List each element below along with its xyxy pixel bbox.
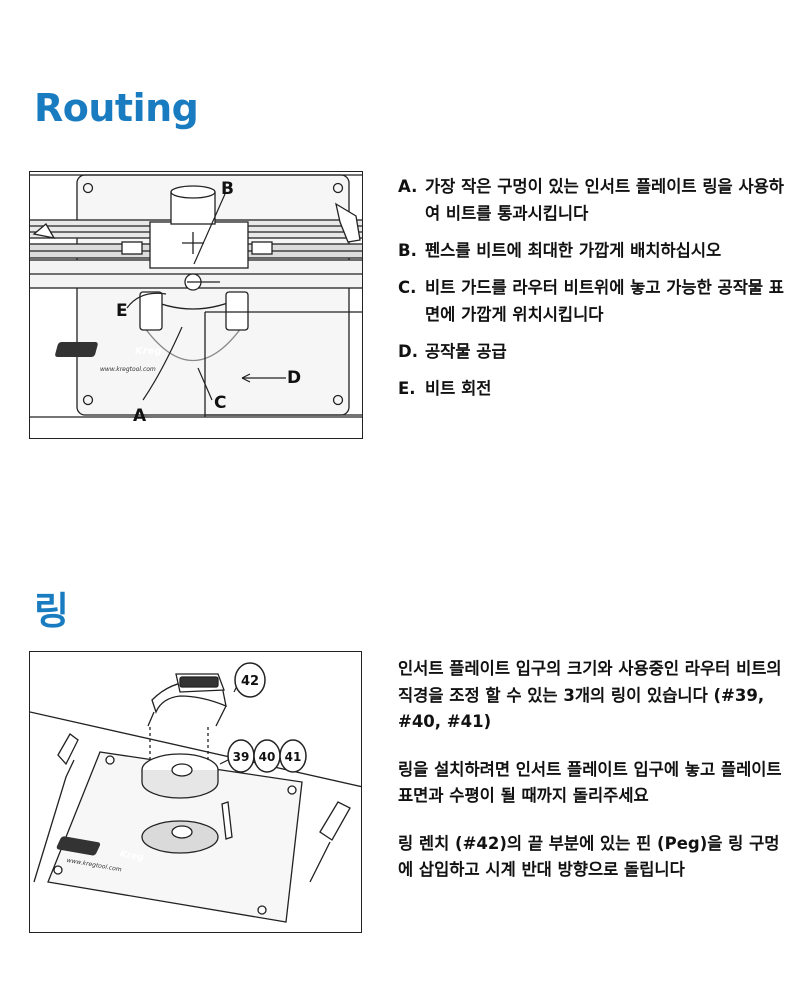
svg-text:42: 42: [241, 674, 259, 689]
ring-illustration: Kreg www.kregtool.com 42 39 40 41: [29, 651, 362, 933]
step-text: 펜스를 비트에 최대한 가깝게 배치하십시오: [425, 241, 722, 260]
svg-text:Kreg: Kreg: [135, 346, 162, 357]
workpiece: [204, 311, 362, 417]
routing-step-d: D. 공작물 공급: [398, 338, 793, 365]
routing-step-c: C. 비트 가드를 라우터 비트위에 놓고 가능한 공작물 표면에 가깝게 위치시…: [398, 274, 793, 328]
step-text: 공작물 공급: [425, 342, 507, 361]
svg-text:Kreg: Kreg: [119, 849, 145, 863]
callout-42: 42: [233, 662, 266, 698]
routing-step-a: A. 가장 작은 구멍이 있는 인서트 플레이트 링을 사용하여 비트를 통과시킵…: [398, 173, 793, 227]
figure-label-d: D: [287, 368, 301, 388]
svg-text:41: 41: [285, 750, 302, 764]
svg-text:40: 40: [259, 750, 276, 764]
callout-lines: [126, 193, 286, 401]
kreg-logo: Kreg www.kregtool.com: [55, 342, 162, 373]
step-text: 비트 가드를 라우터 비트위에 놓고 가능한 공작물 표면에 가깝게 위치시킵니…: [425, 278, 784, 324]
step-text: 가장 작은 구멍이 있는 인서트 플레이트 링을 사용하여 비트를 통과시킵니다: [425, 177, 784, 223]
step-letter: C.: [398, 278, 417, 297]
routing-steps: A. 가장 작은 구멍이 있는 인서트 플레이트 링을 사용하여 비트를 통과시킵…: [398, 173, 793, 412]
ring-paragraph: 링을 설치하려면 인서트 플레이트 입구에 놓고 플레이트 표면과 수평이 될 …: [398, 759, 782, 806]
step-letter: D.: [398, 342, 418, 361]
routing-step-b: B. 펜스를 비트에 최대한 가깝게 배치하십시오: [398, 237, 793, 264]
callout-39-40-41: 39 40 41: [219, 739, 307, 773]
svg-text:B: B: [221, 179, 234, 199]
insert-plate: [47, 751, 303, 923]
ring-insert: [141, 727, 219, 799]
svg-text:C: C: [214, 393, 226, 413]
svg-text:39: 39: [233, 750, 250, 764]
svg-text:D: D: [287, 368, 301, 388]
ring-paragraph: 링 렌치 (#42)의 끝 부분에 있는 핀 (Peg)을 링 구멍에 삽입하고…: [398, 833, 780, 880]
step-letter: E.: [398, 379, 416, 398]
section-title-routing: Routing: [34, 86, 199, 130]
figure-label-e: E: [116, 301, 128, 321]
section-title-ring: 링: [34, 589, 69, 633]
step-letter: B.: [398, 241, 417, 260]
bit-guard: [139, 273, 249, 361]
table-surface: [30, 711, 361, 883]
figure-label-c: C: [214, 393, 226, 413]
step-text: 비트 회전: [425, 379, 492, 398]
figure-label-b: B: [221, 179, 234, 199]
step-letter: A.: [398, 177, 418, 196]
dust-port: [149, 185, 249, 269]
svg-text:E: E: [116, 301, 128, 321]
ring-instructions: 인서트 플레이트 입구의 크기와 사용중인 라우터 비트의 직경을 조정 할 수…: [398, 656, 793, 905]
ring-wrench: [147, 673, 227, 727]
routing-step-e: E. 비트 회전: [398, 375, 793, 402]
svg-text:A: A: [133, 406, 147, 426]
ring-paragraph: 인서트 플레이트 입구의 크기와 사용중인 라우터 비트의 직경을 조정 할 수…: [398, 659, 782, 731]
routing-illustration: Kreg www.kregtool.com B E D C A: [29, 171, 363, 439]
figure-label-a: A: [133, 406, 147, 426]
svg-text:www.kregtool.com: www.kregtool.com: [100, 366, 156, 373]
